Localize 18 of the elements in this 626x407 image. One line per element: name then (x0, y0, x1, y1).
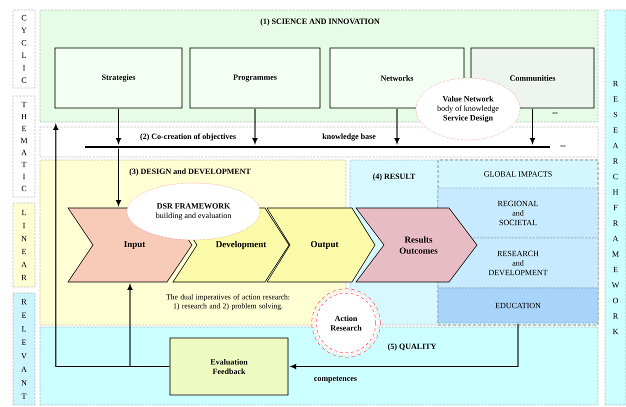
vertical-label-band: RESEARCH FRAMEWORK (604, 10, 626, 406)
process-box: Evaluation Feedback (170, 338, 288, 396)
process-box: Programmes (190, 48, 320, 108)
arrow (530, 108, 536, 144)
arrow (290, 324, 519, 370)
impact-box: EDUCATION (438, 288, 598, 324)
vertical-label-band: THEMATIC (12, 96, 36, 198)
vertical-label-band: LINEAR (12, 202, 36, 288)
circle-callout: Action Research (312, 288, 380, 358)
vertical-label-band: CYCLIC (12, 10, 36, 88)
process-box: Strategies (54, 48, 182, 108)
arrow (394, 108, 400, 144)
vertical-label-band: RELEVANT (12, 292, 36, 406)
arrow (53, 124, 170, 368)
arrow (116, 148, 122, 206)
arrow (116, 108, 122, 144)
arrow (252, 108, 258, 144)
impact-box: REGIONAL and SOCIETAL (438, 188, 598, 238)
